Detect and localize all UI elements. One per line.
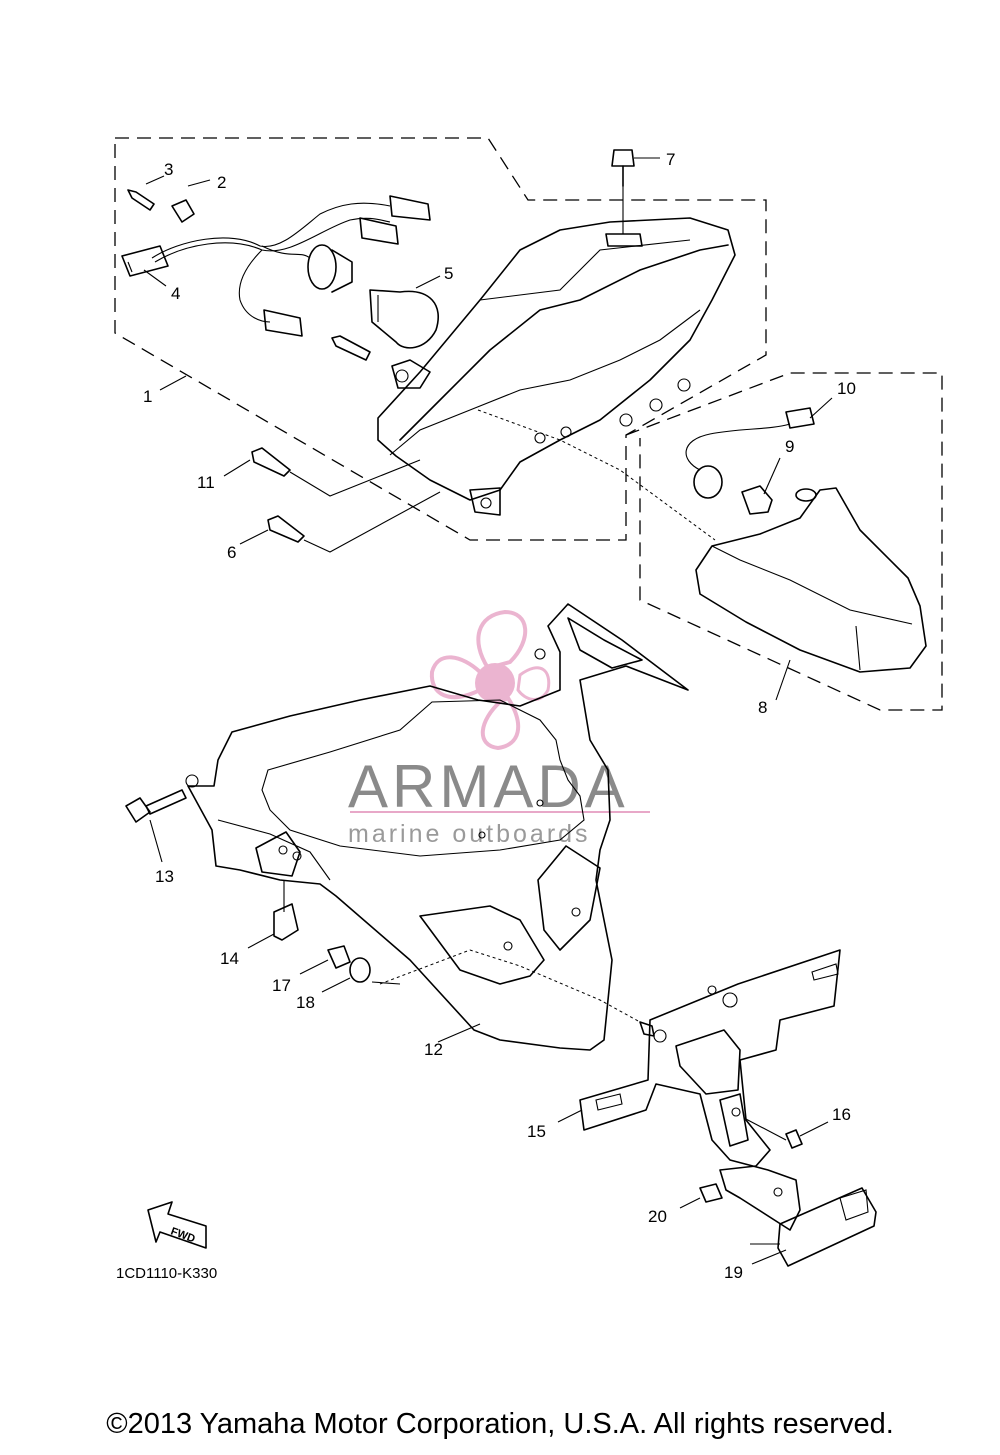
screw-11 <box>251 447 421 497</box>
rear-fender <box>185 603 689 1051</box>
reflector-19 <box>750 1187 877 1267</box>
callout-11: 11 <box>197 473 215 492</box>
leader-lines <box>143 157 833 1265</box>
bulb-socket-5 <box>307 244 439 349</box>
fwd-label: FWD <box>169 1226 197 1246</box>
callout-3: 3 <box>164 160 173 179</box>
callout-7: 7 <box>666 150 675 169</box>
callout-18: 18 <box>296 993 315 1012</box>
callout-1: 1 <box>143 387 152 406</box>
nut-20 <box>699 1183 723 1203</box>
watermark-subtitle: marine outboards <box>348 820 591 848</box>
collar-18 <box>349 957 401 985</box>
diagram-code: 1CD1110-K330 <box>116 1265 217 1282</box>
callout-numbers: 1 2 3 4 5 6 7 8 9 10 11 12 13 14 15 16 1… <box>143 150 856 1282</box>
bolt-13 <box>125 789 187 823</box>
screw-6 <box>267 491 441 553</box>
copyright-notice: ©2013 Yamaha Motor Corporation, U.S.A. A… <box>106 1408 894 1440</box>
propeller-logo-icon <box>429 609 551 751</box>
watermark-title: ARMADA <box>348 753 629 820</box>
license-light-assembly <box>625 372 943 711</box>
callout-2: 2 <box>217 173 226 192</box>
callout-15: 15 <box>527 1122 546 1141</box>
bolt-7 <box>611 149 635 234</box>
watermark: ARMADA marine outboards <box>348 609 650 848</box>
tail-light-assembly <box>114 137 767 541</box>
forward-arrow-icon: FWD <box>147 1201 207 1249</box>
callout-19: 19 <box>724 1263 743 1282</box>
callout-16: 16 <box>832 1105 851 1124</box>
nut-17 <box>327 945 351 969</box>
nut-14 <box>273 880 299 941</box>
callout-13: 13 <box>155 867 174 886</box>
callout-12: 12 <box>424 1040 443 1059</box>
callout-17: 17 <box>272 976 291 995</box>
clamp-2 <box>171 199 195 223</box>
callout-14: 14 <box>220 949 239 968</box>
callout-9: 9 <box>785 437 794 456</box>
screw-lens <box>331 335 371 361</box>
callout-6: 6 <box>227 543 236 562</box>
license-bracket <box>579 949 841 1231</box>
bolt-16 <box>743 1117 803 1149</box>
callout-8: 8 <box>758 698 767 717</box>
callout-20: 20 <box>648 1207 667 1226</box>
wire-harness <box>121 195 431 337</box>
screw-3 <box>127 189 155 211</box>
callout-4: 4 <box>171 284 180 303</box>
callout-5: 5 <box>444 264 453 283</box>
callout-10: 10 <box>837 379 856 398</box>
